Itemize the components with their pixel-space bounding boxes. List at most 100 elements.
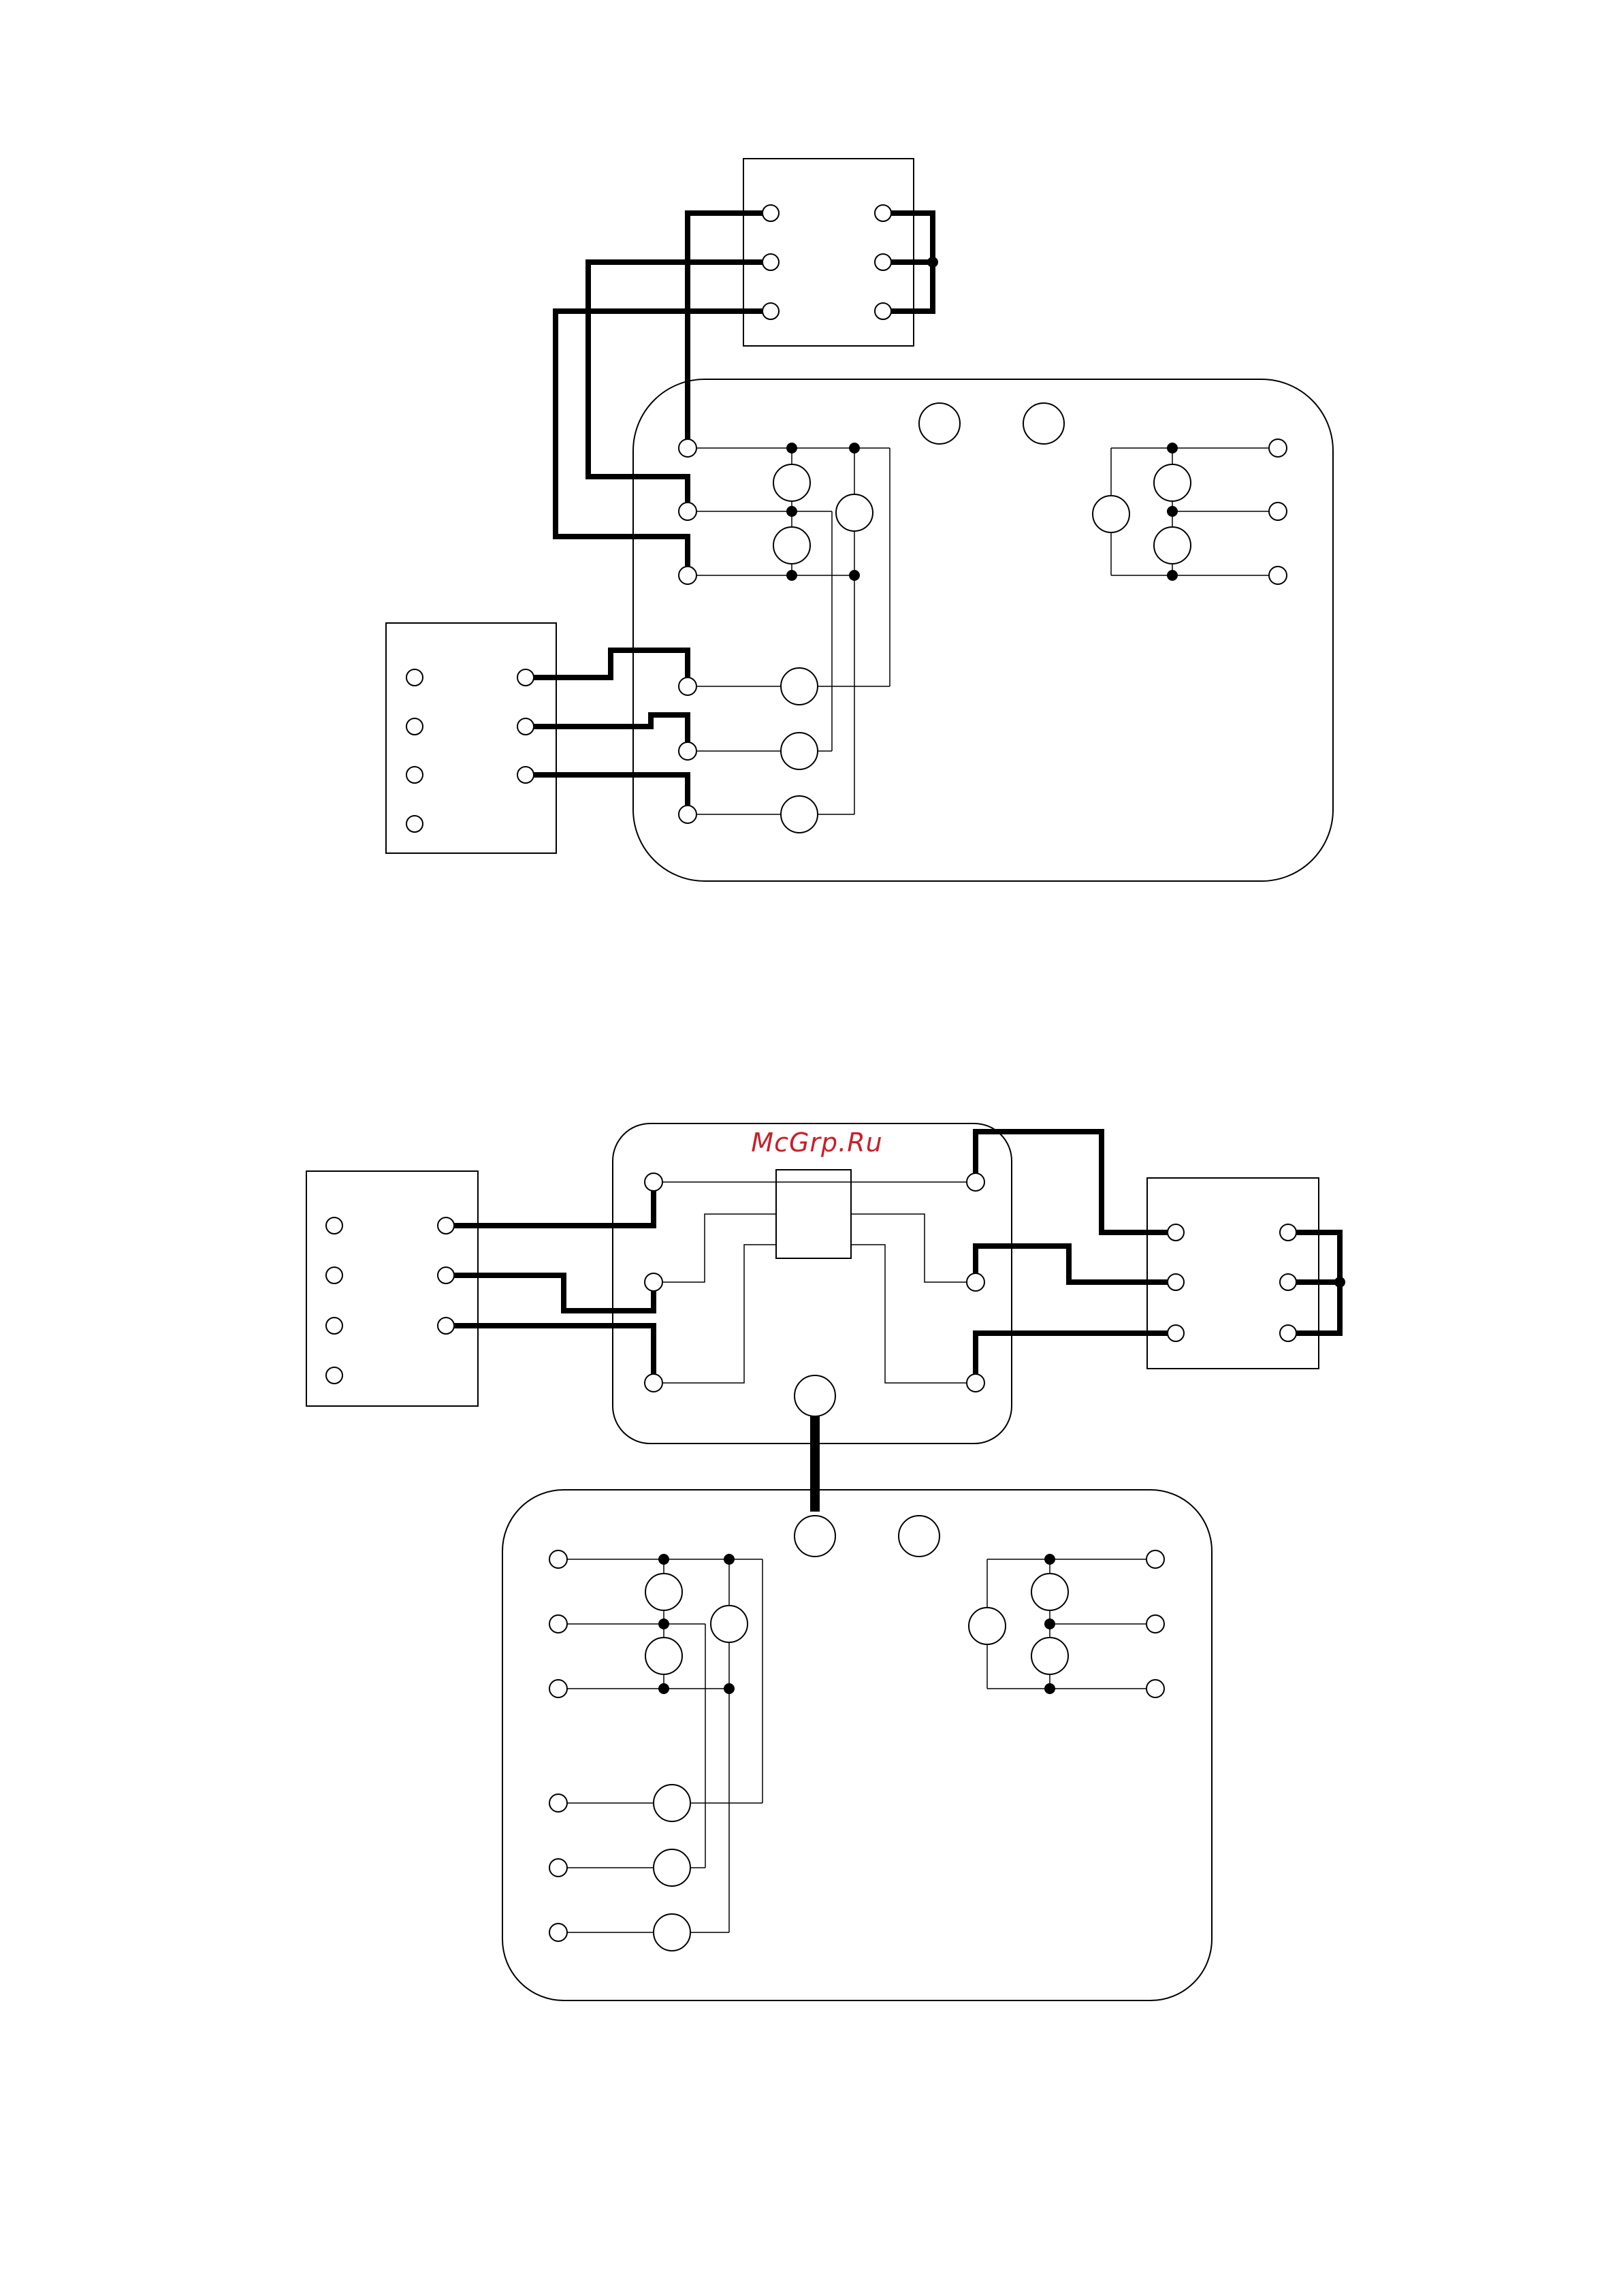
component-icon (773, 464, 810, 501)
wiring-diagram-1 (386, 159, 1333, 881)
junction-dot-icon (786, 570, 797, 581)
junction-dot-icon (1044, 1619, 1055, 1629)
terminal-icon (679, 742, 696, 760)
terminal-icon (1280, 1224, 1296, 1241)
component-icon (781, 733, 818, 769)
component-icon (654, 1914, 690, 1951)
terminal-icon (645, 1173, 662, 1191)
terminal-icon (1168, 1274, 1184, 1290)
component-icon (781, 668, 818, 705)
terminal-icon (967, 1273, 984, 1291)
junction-dot-icon (724, 1554, 735, 1565)
terminal-icon (875, 205, 891, 221)
terminal-icon (1168, 1224, 1184, 1241)
terminal-icon (645, 1273, 662, 1291)
thin-wires (688, 448, 1278, 814)
terminal-icon (1269, 503, 1287, 520)
junction-dot-icon (1044, 1554, 1055, 1565)
terminal-icon (549, 1859, 567, 1877)
component-icon (654, 1785, 690, 1821)
junction-dot-icon (849, 570, 860, 581)
terminal-icon (326, 1267, 342, 1283)
terminal-icon (1146, 1680, 1164, 1697)
terminal-icon (679, 503, 696, 520)
junction-dot-icon (786, 443, 797, 453)
junction-dot-icon (658, 1683, 669, 1694)
terminal-icon (517, 767, 534, 783)
terminal-icon (1269, 567, 1287, 584)
junction-dot-icon (1334, 1277, 1345, 1288)
enclosure-outline (633, 379, 1333, 881)
component-icon (654, 1849, 690, 1886)
terminal-icon (645, 1374, 662, 1392)
terminal-icon (1146, 1550, 1164, 1568)
junction-dot-icon (1044, 1683, 1055, 1694)
components (773, 403, 1191, 833)
terminal-icon (875, 303, 891, 319)
junction-dot-icon (927, 257, 938, 268)
terminal-icon (875, 254, 891, 270)
terminal-icon (438, 1217, 454, 1234)
terminal-icon (549, 1550, 567, 1568)
terminal-icon (549, 1680, 567, 1697)
watermark-logo: McGrp.Ru (742, 1122, 892, 1163)
component-icon (781, 796, 818, 833)
junction-dot-icon (786, 506, 797, 517)
terminal-icon (517, 718, 534, 735)
terminal-icon (679, 567, 696, 584)
component-icon (795, 1375, 835, 1416)
terminal-icon (1269, 439, 1287, 457)
component-icon (836, 494, 873, 531)
central-module (776, 1170, 851, 1258)
component-icon (645, 1638, 682, 1674)
terminal-icon (763, 254, 779, 270)
terminal-icon (967, 1374, 984, 1392)
junction-dot-icon (724, 1683, 735, 1694)
component-icon (773, 527, 810, 564)
thick-wires (446, 1132, 1340, 1383)
lower-enclosure-outline (502, 1490, 1212, 2000)
terminal-icon (679, 439, 696, 457)
terminal-icon (438, 1318, 454, 1334)
terminal-icon (326, 1318, 342, 1334)
junction-dot-icon (1167, 570, 1178, 581)
terminal-icon (1280, 1325, 1296, 1341)
terminal-icon (549, 1924, 567, 1941)
component-icon (1023, 403, 1064, 444)
terminal-icon (1146, 1615, 1164, 1633)
component-icon (1093, 496, 1129, 532)
terminal-icon (763, 205, 779, 221)
component-icon (711, 1606, 748, 1642)
components (645, 1375, 1068, 1951)
component-icon (899, 1516, 940, 1557)
component-icon (1031, 1638, 1068, 1674)
terminal-icon (967, 1173, 984, 1191)
junction-dot-icon (658, 1554, 669, 1565)
terminal-icon (763, 303, 779, 319)
terminal-icon (1280, 1274, 1296, 1290)
terminal-icon (406, 718, 423, 735)
component-icon (919, 403, 960, 444)
component-icon (969, 1608, 1006, 1644)
wiring-diagram-2 (306, 1123, 1345, 2000)
component-icon (795, 1516, 835, 1557)
terminal-icon (326, 1217, 342, 1234)
terminal-icon (326, 1367, 342, 1384)
junction-dot-icon (1167, 506, 1178, 517)
component-icon (1154, 527, 1191, 564)
terminal-icon (679, 806, 696, 823)
junction-dot-icon (1167, 443, 1178, 453)
component-icon (1031, 1574, 1068, 1610)
terminal-icon (406, 669, 423, 686)
terminal-icon (1168, 1325, 1184, 1341)
terminals (326, 1173, 1296, 1941)
junctions (786, 257, 1178, 581)
terminal-icon (549, 1615, 567, 1633)
terminal-icon (679, 677, 696, 695)
terminal-icon (517, 669, 534, 686)
terminal-icon (406, 816, 423, 832)
terminal-icon (549, 1794, 567, 1812)
terminal-icon (406, 767, 423, 783)
component-icon (645, 1574, 682, 1610)
component-icon (1154, 464, 1191, 501)
